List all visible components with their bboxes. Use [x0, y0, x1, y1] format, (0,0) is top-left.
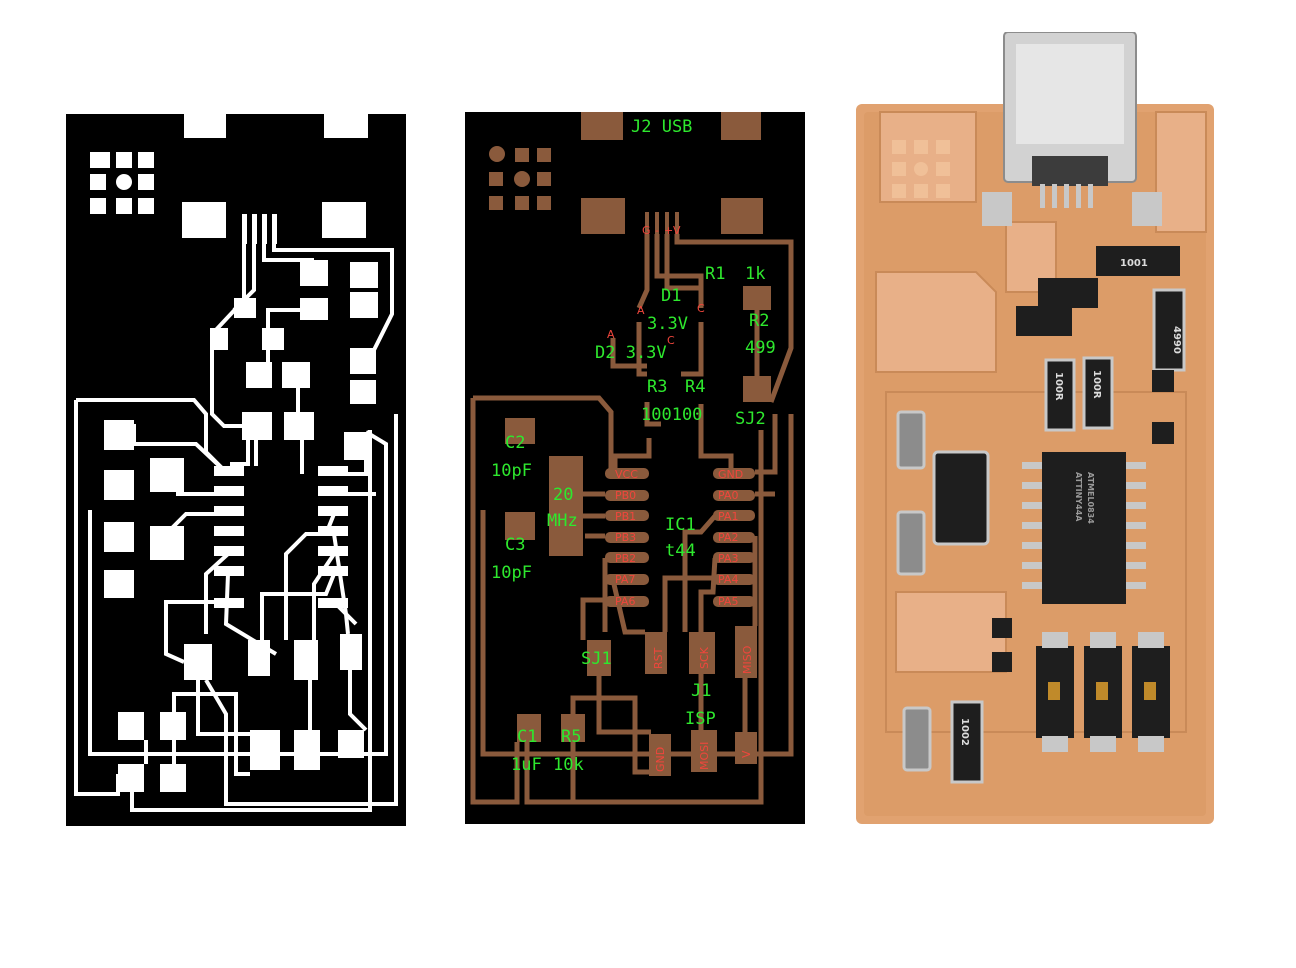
marking-ic-line1: ATMEL0834 [1086, 472, 1095, 524]
isp-pin-gnd: GND [654, 747, 667, 772]
marking-r4990: 4990 [1171, 326, 1182, 354]
label-sj2: SJ2 [735, 409, 766, 429]
usb-pin-g: G [642, 224, 651, 237]
label-j2: J2 USB [631, 117, 692, 137]
board-isp-headers [1036, 632, 1170, 752]
label-d1-value: 3.3V [647, 314, 688, 334]
marking-r100r-b: 100R [1091, 370, 1102, 399]
ic-pin-pa1: PA1 [718, 510, 738, 523]
ic-pin-pa4: PA4 [718, 573, 738, 586]
marking-r1001: 1001 [1120, 258, 1148, 269]
ic-pin-pa0: PA0 [718, 489, 738, 502]
label-c3: C3 [505, 535, 525, 555]
label-c1: C1 [517, 727, 537, 747]
label-r2-value: 499 [745, 338, 776, 358]
ic-pin-pb0: PB0 [615, 489, 636, 502]
label-ic1-value: t44 [665, 541, 696, 561]
d2-cathode: C [667, 334, 675, 347]
ic-pin-pa5: PA5 [718, 595, 738, 608]
label-r5: R5 [561, 727, 581, 747]
label-r2: R2 [749, 311, 769, 331]
marking-r1002: 1002 [959, 718, 970, 746]
ic-pin-pa2: PA2 [718, 531, 738, 544]
marking-ic-line2: ATTINY44A [1074, 472, 1083, 522]
annotated-layout-panel: J2 USB R1 1k D1 3.3V R2 499 D2 3.3V R3 R… [465, 112, 805, 824]
d1-anode: A [637, 304, 645, 317]
label-r3: R3 [647, 377, 667, 397]
usb-connector [982, 32, 1162, 226]
label-sj1: SJ1 [581, 649, 612, 669]
ic-pin-pa7: PA7 [615, 573, 635, 586]
layout-labels: J2 USB R1 1k D1 3.3V R2 499 D2 3.3V R3 R… [491, 117, 776, 775]
usb-pin-v: V [673, 224, 681, 237]
marking-r100r-a: 100R [1053, 372, 1064, 401]
usb-pin-minus: - [655, 224, 659, 237]
label-d1: D1 [661, 286, 681, 306]
trace-mask-traces [74, 244, 398, 812]
label-c2: C2 [505, 433, 525, 453]
label-j1-value: ISP [685, 709, 716, 729]
label-r4: R4 [685, 377, 705, 397]
label-d2: D2 3.3V [595, 343, 667, 363]
layout-pin-labels: G - + V A C A C VCC PB0 PB1 PB3 PB2 PA7 … [607, 224, 754, 772]
d1-cathode: C [697, 302, 705, 315]
ic-pin-pb3: PB3 [615, 531, 636, 544]
label-c1-value: 1uF [511, 755, 542, 775]
d2-anode: A [607, 328, 615, 341]
board-dot-matrix [892, 140, 950, 198]
ic-pin-gnd: GND [718, 468, 743, 481]
label-c2-value: 10pF [491, 461, 532, 481]
isp-pin-sck: SCK [698, 646, 711, 669]
label-r1: R1 [705, 264, 725, 284]
usb-pin-plus: + [664, 224, 673, 237]
label-crystal-value: 20 [553, 485, 573, 505]
board-top-components: 1001 4990 100R 100R [1016, 246, 1186, 444]
ic-pin-pa3: PA3 [718, 552, 738, 565]
label-r1-value: 1k [745, 264, 765, 284]
trace-mask-copper [90, 114, 378, 792]
board-ic1: ATMEL0834 ATTINY44A [1022, 452, 1146, 604]
isp-pin-mosi: MOSI [698, 742, 711, 770]
isp-pin-miso: MISO [741, 645, 754, 674]
ic-pin-pa6: PA6 [615, 595, 635, 608]
board-crystal-and-caps [896, 410, 990, 576]
ic-pin-vcc: VCC [615, 468, 638, 481]
label-r5-value: 10k [553, 755, 584, 775]
isp-pin-v: V [740, 750, 753, 758]
label-ic1: IC1 [665, 515, 696, 535]
assembled-board-photo: 1001 4990 100R 100R ATMEL0834 ATTINY44A [856, 32, 1214, 824]
board-copper-areas [875, 111, 1207, 733]
board-lower-components: 1002 [902, 618, 1012, 784]
label-c3-value: 10pF [491, 563, 532, 583]
label-j1: J1 [691, 681, 711, 701]
label-r3-r4-values: 100100 [641, 405, 702, 425]
ic-pin-pb1: PB1 [615, 510, 636, 523]
isp-pin-rst: RST [652, 647, 665, 669]
layout-traces [470, 234, 794, 805]
ic-pin-pb2: PB2 [615, 552, 636, 565]
trace-mask-panel [66, 114, 406, 826]
label-crystal-unit: MHz [547, 511, 578, 531]
